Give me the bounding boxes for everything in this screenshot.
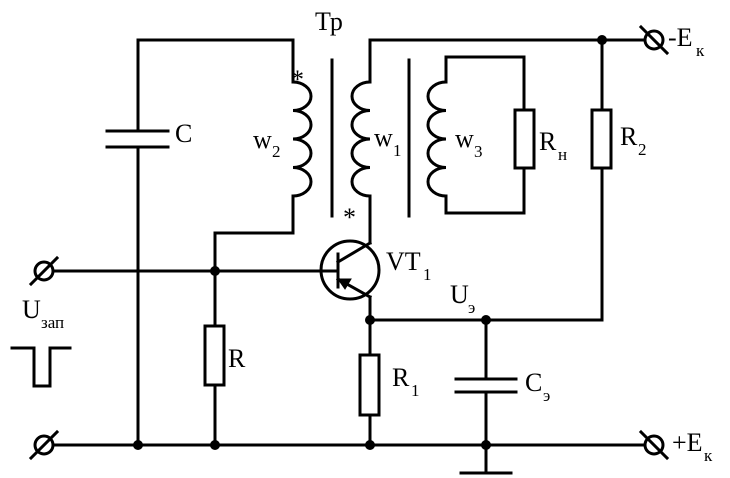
label-r1: R xyxy=(392,363,410,392)
wire-w3-loop xyxy=(444,55,526,215)
label-ek-neg: -E xyxy=(668,23,693,52)
wire-w1-top xyxy=(368,38,604,84)
winding-w2 xyxy=(291,80,313,198)
label-ue-sub: э xyxy=(468,298,475,317)
wire-c-top xyxy=(136,38,295,84)
junction-dot xyxy=(133,440,143,450)
label-r2: R xyxy=(620,122,638,151)
terminal-ek-pos xyxy=(638,429,670,461)
pulse-symbol xyxy=(10,346,72,388)
label-rn-sub: н xyxy=(558,145,567,164)
junction-dot xyxy=(597,35,607,45)
junction-dot xyxy=(365,315,375,325)
resistor-r1 xyxy=(358,353,381,417)
label-w3-sub: 3 xyxy=(474,142,483,161)
label-w3: w xyxy=(455,124,474,153)
label-uzap-sub: зап xyxy=(41,313,64,332)
terminal-input-top xyxy=(28,255,60,287)
label-r2-sub: 2 xyxy=(638,140,647,159)
junction-dot xyxy=(365,440,375,450)
label-ce: C xyxy=(525,368,542,397)
terminal-input-bottom xyxy=(28,429,60,461)
transistor-vt1-body xyxy=(319,239,381,301)
junction-dot xyxy=(481,315,491,325)
junction-dot xyxy=(481,440,491,450)
winding-w3 xyxy=(426,80,448,198)
resistor-r xyxy=(203,324,226,387)
label-vt: VT xyxy=(386,247,421,276)
junction-dot xyxy=(210,440,220,450)
resistor-rn xyxy=(513,108,536,170)
transistor-collector xyxy=(335,240,373,265)
label-ue: U xyxy=(450,280,469,309)
label-w1-sub: 1 xyxy=(393,141,402,160)
label-r1-sub: 1 xyxy=(411,381,420,400)
label-ek-pos-sub: к xyxy=(704,446,713,465)
resistor-r2 xyxy=(590,108,613,170)
transistor-emitter-arrow xyxy=(337,278,352,290)
label-ek-pos: +E xyxy=(672,428,703,457)
label-r: R xyxy=(228,344,246,373)
label-vt-sub: 1 xyxy=(423,265,432,284)
winding-w1 xyxy=(350,80,372,198)
junction-dot xyxy=(210,266,220,276)
wire-w2-bottom xyxy=(213,194,295,273)
label-ek-neg-sub: к xyxy=(696,41,705,60)
label-w2-sub: 2 xyxy=(272,142,281,161)
label-w2: w xyxy=(253,125,272,154)
terminal-ek-neg xyxy=(638,24,670,56)
label-w1: w xyxy=(374,123,393,152)
wire-r2 xyxy=(368,38,604,322)
label-star-w1: * xyxy=(343,203,356,232)
label-ce-sub: э xyxy=(543,386,550,405)
label-uzap: U xyxy=(22,295,41,324)
label-transformer: Тр xyxy=(315,7,343,36)
label-star-w2: * xyxy=(291,65,304,94)
label-rn: R xyxy=(539,127,557,156)
label-c: C xyxy=(175,119,192,148)
